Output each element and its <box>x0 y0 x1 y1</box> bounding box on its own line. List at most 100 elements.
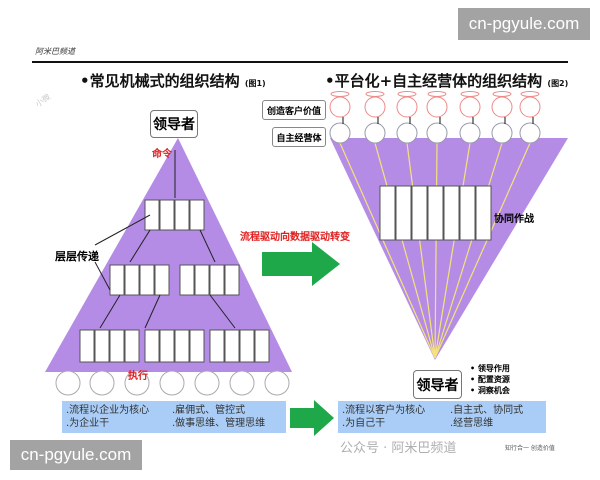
channel-label: 阿米巴频道 <box>35 47 75 56</box>
right-summary-item: .为自己干 <box>342 418 386 429</box>
halo-icon <box>520 91 540 97</box>
collab-label: 协同作战 <box>494 214 534 225</box>
unit-face-icon <box>519 122 541 144</box>
role-box <box>124 329 140 363</box>
left-summary-item: .雇佣式、管控式 <box>172 405 246 416</box>
relay-label: 层层传递 <box>55 250 99 263</box>
right-summary-item: .经营思维 <box>450 418 494 429</box>
right-summary-item: .自主式、协同式 <box>450 405 524 416</box>
command-label: 命令 <box>152 149 172 160</box>
face-icon <box>264 370 290 396</box>
happy-face-icon <box>396 96 418 118</box>
left-summary-item: .做事思维、管理思维 <box>172 418 266 429</box>
leader-role-item: • 领导作用 <box>470 364 510 373</box>
halo-icon <box>492 91 512 97</box>
footnote: 知行合一 创造价值 <box>505 445 555 452</box>
role-box <box>411 185 428 241</box>
role-box <box>224 329 240 363</box>
right-fig-label: (图2) <box>547 79 569 88</box>
halo-icon <box>330 91 350 97</box>
leader-role-item: • 配置资源 <box>470 375 510 384</box>
role-box <box>379 185 396 241</box>
face-icon <box>159 370 185 396</box>
happy-face-icon <box>491 96 513 118</box>
happy-face-icon <box>329 96 351 118</box>
role-box <box>179 264 195 296</box>
halo-icon <box>427 91 447 97</box>
transition-label: 流程驱动向数据驱动转变 <box>240 232 350 243</box>
support-ray <box>434 142 503 359</box>
role-box <box>79 329 95 363</box>
role-box <box>174 329 190 363</box>
role-box <box>144 329 160 363</box>
role-box <box>144 199 160 231</box>
unit-face-icon <box>426 122 448 144</box>
halo-icon <box>460 91 480 97</box>
left-role-boxes <box>79 199 270 363</box>
left-summary-box: .流程以企业为核心 .雇佣式、管控式 .为企业干 .做事思维、管理思维 <box>62 401 286 433</box>
role-box <box>159 199 175 231</box>
leader-roles: • 领导作用 • 配置资源 • 洞察机会 <box>470 363 510 396</box>
leader-role-item: • 洞察机会 <box>470 386 510 395</box>
left-faces <box>55 370 290 396</box>
unit-face-icon <box>364 122 386 144</box>
happy-face-icon <box>459 96 481 118</box>
right-faces <box>329 91 541 144</box>
right-title: •平台化+自主经营体的组织结构 (图2) <box>325 70 568 91</box>
unit-face-icon <box>459 122 481 144</box>
watermark-bottom: cn-pgyule.com <box>10 440 142 470</box>
unit-face-icon <box>329 122 351 144</box>
channel-overlay-watermark: 公众号 · 阿米巴频道 <box>340 441 457 456</box>
role-box <box>124 264 140 296</box>
left-pyramid <box>45 138 292 372</box>
unit-face-icon <box>396 122 418 144</box>
role-box <box>443 185 460 241</box>
happy-face-icon <box>426 96 448 118</box>
execute-label: 执行 <box>128 371 148 382</box>
watermark-top: cn-pgyule.com <box>458 8 590 40</box>
left-title-text: •常见机械式的组织结构 <box>80 72 240 90</box>
role-box <box>139 264 155 296</box>
support-ray <box>406 142 436 359</box>
role-box <box>395 185 412 241</box>
role-box <box>209 264 225 296</box>
left-summary-item: .流程以企业为核心 <box>66 405 150 416</box>
right-summary-item: .流程以客户为核心 <box>342 405 426 416</box>
support-ray <box>339 142 436 359</box>
summary-arrow <box>290 400 334 436</box>
happy-face-icon <box>364 96 386 118</box>
role-box <box>254 329 270 363</box>
support-ray <box>434 142 531 359</box>
role-box <box>194 264 210 296</box>
support-ray <box>434 142 438 359</box>
face-icon <box>89 370 115 396</box>
role-box <box>224 264 240 296</box>
face-icon <box>194 370 220 396</box>
left-title: •常见机械式的组织结构 (图1) <box>80 70 266 91</box>
left-arrows <box>94 150 236 329</box>
face-icon <box>124 370 150 396</box>
right-summary-box: .流程以客户为核心 .自主式、协同式 .为自己干 .经营思维 <box>338 401 546 433</box>
left-leader-box: 领导者 <box>150 110 198 138</box>
halo-icon <box>365 91 385 97</box>
role-box <box>459 185 476 241</box>
right-title-text: •平台化+自主经营体的组织结构 <box>325 72 543 90</box>
left-fig-label: (图1) <box>244 79 266 88</box>
role-box <box>239 329 255 363</box>
support-ray <box>374 142 436 359</box>
role-box <box>209 329 225 363</box>
unit-face-icon <box>491 122 513 144</box>
halo-icon <box>397 91 417 97</box>
right-leader-box: 领导者 <box>413 370 462 399</box>
role-box <box>109 264 125 296</box>
left-summary-item: .为企业干 <box>66 418 110 429</box>
role-box <box>109 329 125 363</box>
face-icon <box>229 370 255 396</box>
right-collab-boxes <box>379 185 492 241</box>
happy-face-icon <box>519 96 541 118</box>
self-unit-label: 自主经营体 <box>272 127 326 147</box>
face-icon <box>55 370 81 396</box>
role-box <box>159 329 175 363</box>
customer-value-label: 创造客户价值 <box>262 100 326 120</box>
